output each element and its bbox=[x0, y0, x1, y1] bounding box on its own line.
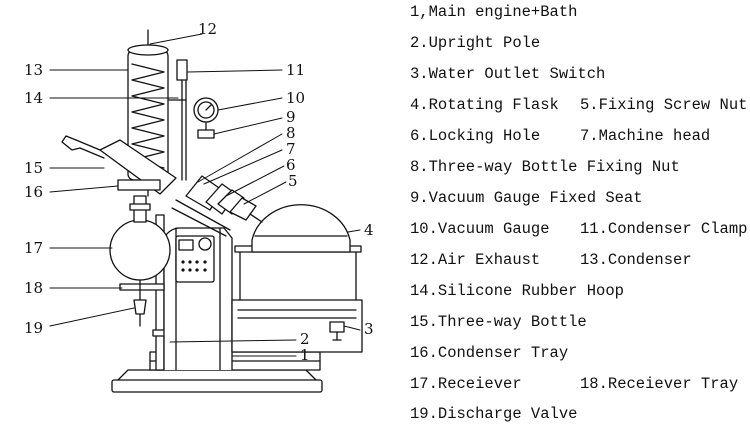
condenser-tray bbox=[117, 179, 161, 191]
rotating-flask bbox=[251, 204, 351, 253]
legend-item-upright-pole: 2.Upright Pole bbox=[410, 34, 541, 52]
legend-item-receiever-tray: 18.Receiever Tray bbox=[580, 375, 739, 393]
legend-item-vacuum-gauge: 10.Vacuum Gauge bbox=[410, 220, 550, 238]
condenser bbox=[127, 29, 169, 197]
leader-lines bbox=[49, 33, 361, 357]
legend-item-silicone-rubber-hoop: 14.Silicone Rubber Hoop bbox=[410, 282, 624, 300]
callout-10: 10 bbox=[286, 89, 305, 107]
legend-item-receiever: 17.Receiever bbox=[410, 375, 522, 393]
heating-bath bbox=[231, 245, 363, 353]
legend-item-condenser-clamp: 11.Condenser Clamp bbox=[580, 220, 748, 238]
legend-item-condenser: 13.Condenser bbox=[580, 251, 692, 269]
legend-item-condenser-tray: 16.Condenser Tray bbox=[410, 344, 569, 362]
callout-3: 3 bbox=[364, 320, 374, 338]
discharge-valve bbox=[133, 279, 147, 327]
legend-item-machine-head: 7.Machine head bbox=[580, 127, 711, 145]
callout-14: 14 bbox=[24, 89, 43, 107]
vacuum-gauge bbox=[193, 97, 219, 139]
callout-11: 11 bbox=[286, 61, 305, 79]
callout-18: 18 bbox=[24, 279, 43, 297]
receiver-flask bbox=[109, 195, 171, 281]
callout-7: 7 bbox=[286, 140, 296, 158]
legend-item-three-way-bottle-fixing-nut: 8.Three-way Bottle Fixing Nut bbox=[410, 158, 680, 176]
legend-item-rotating-flask: 4.Rotating Flask bbox=[410, 96, 559, 114]
legend-item-discharge-valve: 19.Discharge Valve bbox=[410, 405, 578, 423]
callout-4: 4 bbox=[364, 221, 374, 239]
callout-19: 19 bbox=[24, 319, 43, 337]
callout-15: 15 bbox=[24, 159, 43, 177]
main-engine bbox=[163, 227, 233, 371]
legend-item-fixing-screw-nut: 5.Fixing Screw Nut bbox=[580, 96, 748, 114]
legend-item-air-exhaust: 12.Air Exhaust bbox=[410, 251, 541, 269]
receiver-tray bbox=[119, 283, 165, 291]
machine-head bbox=[171, 175, 263, 237]
callout-17: 17 bbox=[24, 239, 43, 257]
legend-item-vacuum-gauge-fixed-seat: 9.Vacuum Gauge Fixed Seat bbox=[410, 189, 643, 207]
callout-13: 13 bbox=[24, 61, 43, 79]
callout-8: 8 bbox=[286, 124, 296, 142]
callout-2: 2 bbox=[300, 330, 310, 348]
callout-5: 5 bbox=[288, 172, 298, 190]
callout-12: 12 bbox=[198, 20, 217, 38]
callout-1: 1 bbox=[300, 346, 310, 364]
callout-16: 16 bbox=[24, 183, 43, 201]
rotary-evaporator-drawing: 1 2 3 4 5 6 7 8 9 10 11 12 13 14 15 16 1… bbox=[24, 20, 374, 393]
legend-item-locking-hole: 6.Locking Hole bbox=[410, 127, 541, 145]
callout-6: 6 bbox=[286, 156, 296, 174]
callout-numbers: 1 2 3 4 5 6 7 8 9 10 11 12 13 14 15 16 1… bbox=[24, 20, 374, 364]
callout-9: 9 bbox=[286, 108, 296, 126]
legend-item-water-outlet-switch: 3.Water Outlet Switch bbox=[410, 65, 606, 83]
legend-item-three-way-bottle: 15.Three-way Bottle bbox=[410, 313, 587, 331]
water-outlet-switch bbox=[329, 321, 345, 341]
parts-legend: 1,Main engine+Bath 2.Upright Pole 3.Wate… bbox=[410, 0, 750, 426]
legend-item-main-engine-bath: 1,Main engine+Bath bbox=[410, 3, 578, 21]
